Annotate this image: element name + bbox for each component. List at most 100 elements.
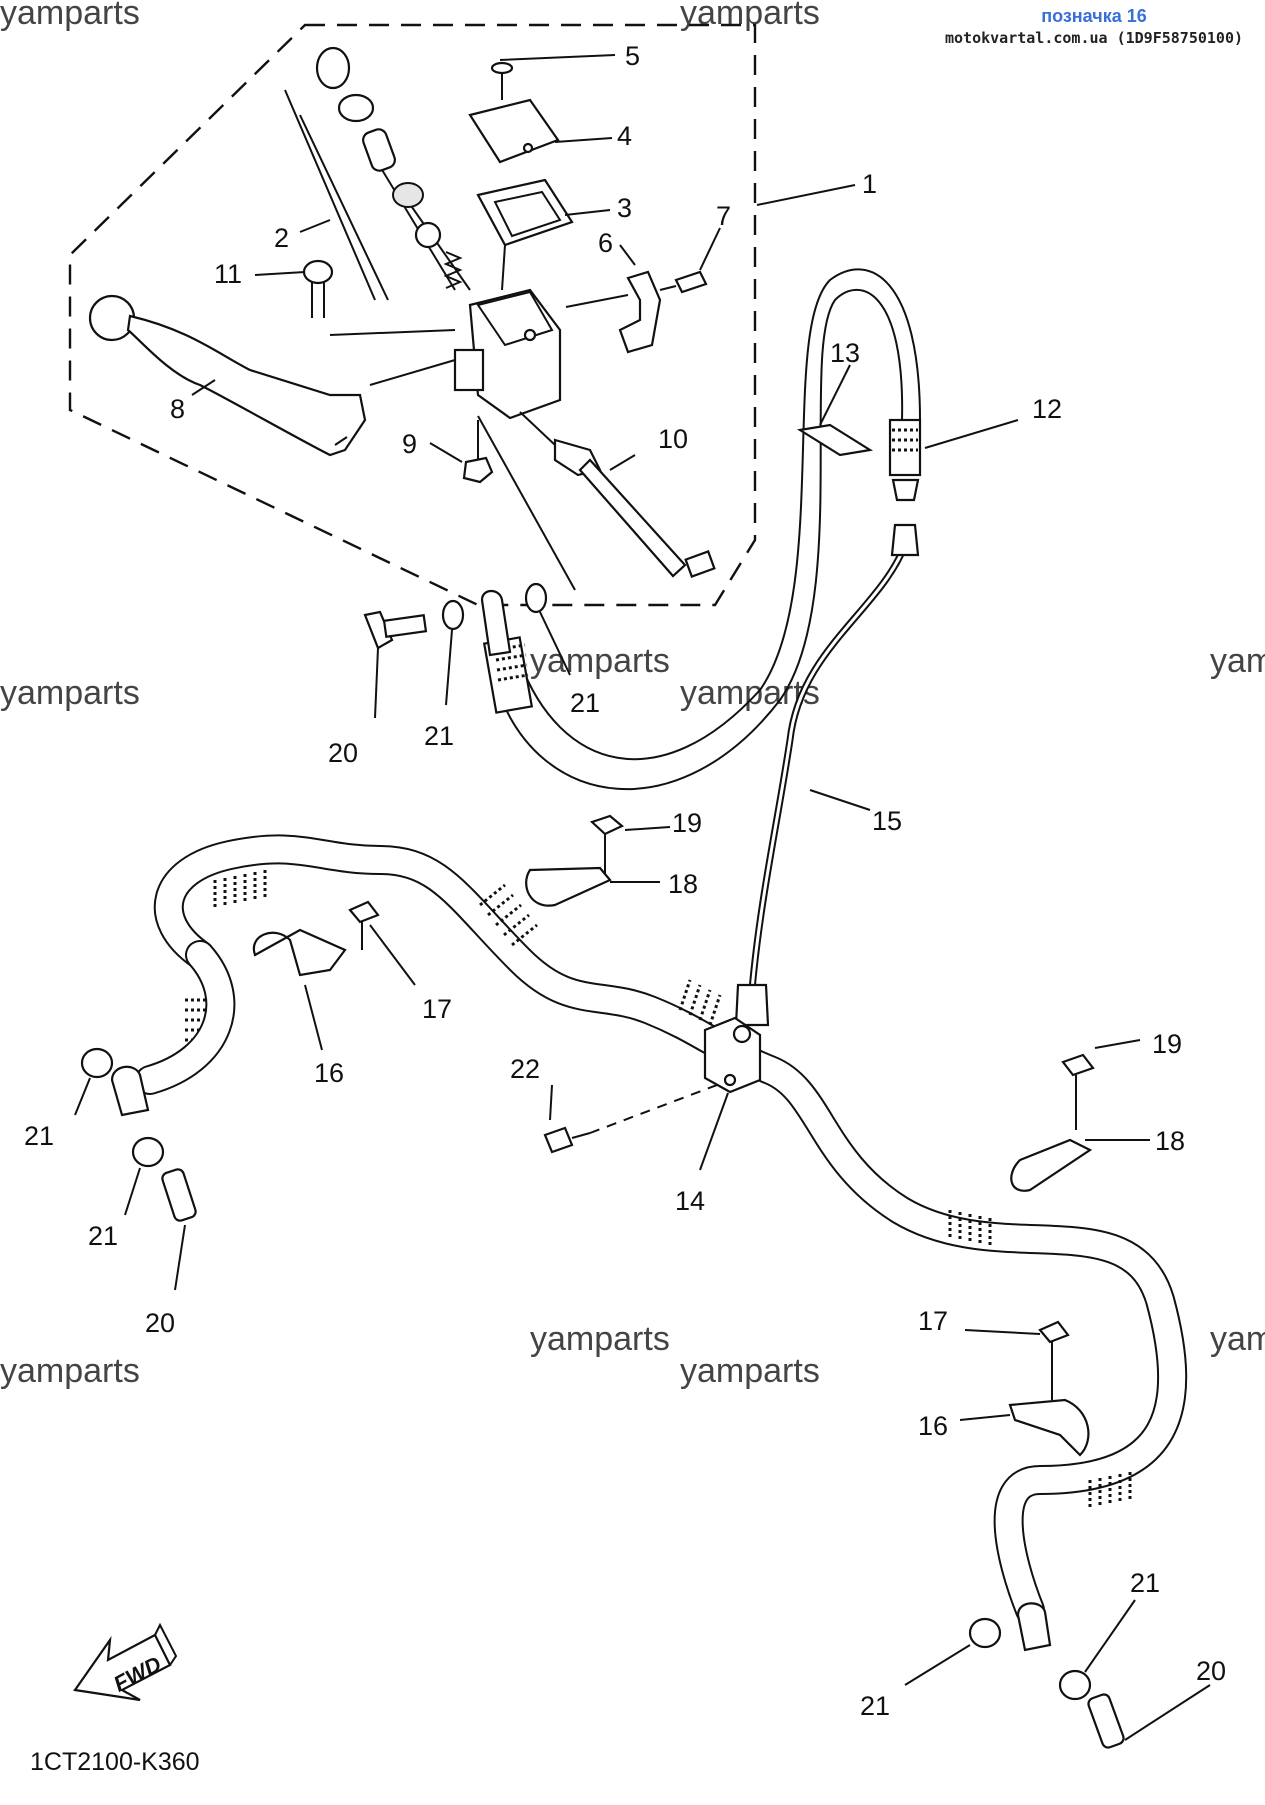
bracket-line bbox=[565, 294, 629, 308]
piston-kit-leader bbox=[284, 89, 471, 301]
callout-12: 12 bbox=[1032, 394, 1062, 424]
watermarks: yamparts yamparts yamparts yamparts yamp… bbox=[0, 0, 1265, 1390]
callout-2: 2 bbox=[274, 223, 289, 253]
leader-2 bbox=[299, 219, 331, 233]
watermark: yamparts bbox=[1210, 642, 1265, 680]
callout-20a: 20 bbox=[328, 738, 358, 768]
washer bbox=[524, 582, 548, 614]
leader-12 bbox=[924, 419, 1019, 449]
pipe-flare-nut-bottom bbox=[734, 983, 770, 1027]
master-cylinder-assembly-outline bbox=[68, 23, 757, 607]
cap-hole bbox=[522, 142, 534, 154]
leader-19b bbox=[1094, 1039, 1141, 1049]
banjo-bolt-right bbox=[1087, 1693, 1125, 1749]
port-hole bbox=[523, 328, 537, 342]
leader-21e bbox=[904, 1644, 971, 1686]
hose-clamp-16-left bbox=[252, 928, 347, 977]
hose-end-nut bbox=[891, 478, 920, 502]
hose-clamp bbox=[796, 423, 874, 457]
fwd-arrow-depth bbox=[154, 1622, 178, 1666]
hose-guide-18-right bbox=[1010, 1138, 1093, 1192]
callout-leaders bbox=[74, 54, 1211, 1741]
leader-21c bbox=[74, 1077, 91, 1116]
callout-5: 5 bbox=[625, 41, 640, 71]
banjo-bolt-left bbox=[161, 1168, 197, 1222]
reservoir-opening bbox=[476, 290, 554, 347]
bolt-19-right bbox=[1061, 1053, 1095, 1077]
banjo-fitting bbox=[480, 589, 512, 657]
callout-16b: 16 bbox=[918, 1411, 948, 1441]
piston bbox=[362, 128, 396, 172]
callout-15: 15 bbox=[872, 806, 902, 836]
clamp-leader bbox=[819, 374, 846, 426]
lever-tip bbox=[334, 436, 348, 446]
master-cylinder-body bbox=[468, 288, 562, 420]
hose-bellows bbox=[1088, 1472, 1132, 1510]
pipe-flare-nut-top bbox=[890, 523, 920, 557]
brake-pipe-inner bbox=[750, 543, 907, 992]
leader-20c bbox=[1124, 1684, 1211, 1741]
washer-right-1 bbox=[968, 1617, 1002, 1649]
callout-13: 13 bbox=[830, 338, 860, 368]
callout-labels: 5 4 3 1 6 7 2 11 8 9 10 12 13 20 21 21 1… bbox=[24, 41, 1226, 1721]
leader-13 bbox=[844, 364, 851, 376]
washer-left-2 bbox=[131, 1136, 165, 1168]
callout-19b: 19 bbox=[1152, 1029, 1182, 1059]
callout-20c: 20 bbox=[1196, 1656, 1226, 1686]
diaphragm-screw bbox=[490, 61, 514, 75]
lever-ball bbox=[88, 294, 136, 342]
leader-4 bbox=[554, 137, 613, 143]
callout-14: 14 bbox=[675, 1186, 705, 1216]
pivot-bolt-shank bbox=[311, 282, 325, 318]
watermark: yamparts bbox=[0, 1352, 140, 1390]
washer bbox=[441, 599, 465, 631]
header-title: позначка 16 bbox=[1041, 6, 1147, 26]
callout-10: 10 bbox=[658, 424, 688, 454]
callout-21a: 21 bbox=[424, 721, 454, 751]
spring-seat bbox=[414, 221, 442, 249]
joint-bolt-hole bbox=[723, 1073, 737, 1087]
bolt-17-right bbox=[1038, 1320, 1070, 1344]
watermark: yamparts bbox=[1210, 1320, 1265, 1358]
watermark: yamparts bbox=[680, 1352, 820, 1390]
leader-17a bbox=[369, 924, 416, 986]
watermark: yamparts bbox=[0, 0, 140, 32]
hose-end-fitting bbox=[888, 418, 922, 477]
hose-body-inner bbox=[155, 836, 1186, 1623]
callout-1: 1 bbox=[862, 169, 877, 199]
joint-bolt-22-axis bbox=[589, 1081, 726, 1134]
leader-21a bbox=[445, 629, 453, 706]
callout-9: 9 bbox=[402, 429, 417, 459]
return-spring bbox=[443, 251, 463, 289]
leader-21d bbox=[124, 1167, 141, 1216]
reservoir-cap bbox=[468, 98, 560, 164]
leader-3 bbox=[564, 209, 611, 216]
callout-3: 3 bbox=[617, 193, 632, 223]
leader-1 bbox=[756, 184, 856, 206]
hose-loop-outer bbox=[519, 268, 921, 761]
callout-4: 4 bbox=[617, 121, 632, 151]
washer-right-2 bbox=[1058, 1669, 1092, 1701]
leader-15 bbox=[809, 789, 871, 811]
hose-loop-inner bbox=[497, 288, 904, 791]
brake-pipe-outer bbox=[748, 541, 909, 994]
callout-20b: 20 bbox=[145, 1308, 175, 1338]
watermark: yamparts bbox=[530, 642, 670, 680]
callout-8: 8 bbox=[170, 394, 185, 424]
leader-21f bbox=[1084, 1599, 1136, 1673]
banjo-fitting-right bbox=[1016, 1602, 1052, 1652]
callout-21e: 21 bbox=[860, 1691, 890, 1721]
lever-nut bbox=[462, 456, 494, 484]
brake-hose-upper bbox=[363, 268, 922, 791]
master-cylinder-parts bbox=[88, 46, 716, 578]
diagram-code: 1CT2100-K360 bbox=[30, 1748, 200, 1776]
callout-21f: 21 bbox=[1130, 1568, 1160, 1598]
fwd-arrow-icon bbox=[73, 1633, 172, 1702]
piston-cup bbox=[392, 182, 424, 208]
dust-boot bbox=[315, 46, 351, 90]
lever-mount bbox=[453, 348, 485, 392]
banjo-bolt-shank bbox=[382, 614, 428, 638]
hose-end-ribs bbox=[892, 428, 918, 452]
leader-16a bbox=[304, 984, 323, 1051]
